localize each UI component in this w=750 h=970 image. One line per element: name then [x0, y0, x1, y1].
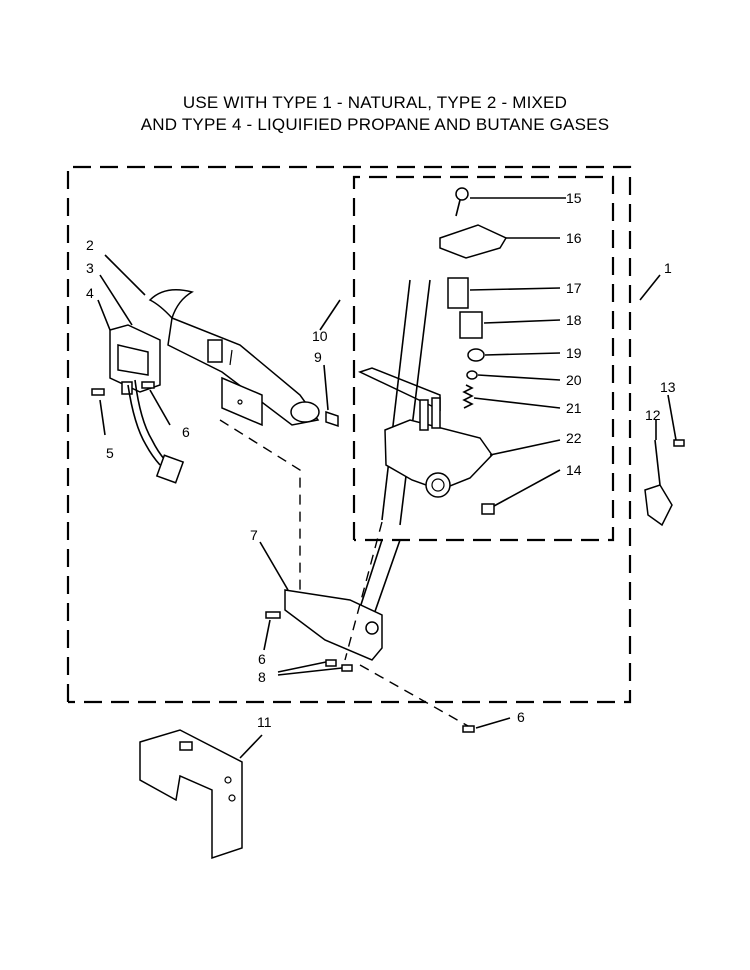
screw-part-8-a [325, 659, 337, 667]
screw-part-6-left [265, 611, 281, 619]
callout-labels: 1 2 3 4 5 6 6 6 7 8 9 10 11 12 13 14 15 … [86, 190, 676, 730]
callout-13: 13 [660, 379, 676, 395]
callout-21: 21 [566, 400, 582, 416]
base-bracket [139, 729, 243, 860]
callout-15: 15 [566, 190, 582, 206]
connection-lines [219, 419, 469, 727]
gas-valve-body [384, 397, 493, 498]
callout-1: 1 [664, 260, 672, 276]
callout-7: 7 [250, 527, 258, 543]
burner-tube [148, 289, 320, 426]
callout-14: 14 [566, 462, 582, 478]
plunger-part-20 [466, 370, 478, 380]
callout-9: 9 [314, 349, 322, 365]
callout-22: 22 [566, 430, 582, 446]
coil-bracket-part-16 [439, 224, 508, 259]
callout-3: 3 [86, 260, 94, 276]
callout-4: 4 [86, 285, 94, 301]
screw-part-13 [673, 439, 685, 447]
callout-12: 12 [645, 407, 661, 423]
fitting-part-14 [481, 503, 495, 515]
callout-6-left: 6 [258, 651, 266, 667]
leader-lines [97, 197, 677, 759]
igniter-wire-harness [127, 379, 185, 484]
screw-part-15 [455, 187, 469, 217]
valve-support-bracket [284, 589, 383, 661]
callout-6-lower: 6 [517, 709, 525, 725]
coil-part-18 [459, 311, 483, 339]
diagram-title: USE WITH TYPE 1 - NATURAL, TYPE 2 - MIXE… [0, 92, 750, 136]
clip-part-12 [644, 439, 673, 527]
valve-assembly-boundary [352, 175, 615, 542]
screw-part-5 [91, 388, 105, 396]
spring-part-21 [462, 384, 474, 409]
screw-part-8-b [341, 664, 353, 672]
title-line-2: AND TYPE 4 - LIQUIFIED PROPANE AND BUTAN… [140, 115, 610, 134]
callout-17: 17 [566, 280, 582, 296]
callout-20: 20 [566, 372, 582, 388]
callout-6-upper: 6 [182, 424, 190, 440]
coil-part-17 [447, 277, 469, 309]
title-line-1: USE WITH TYPE 1 - NATURAL, TYPE 2 - MIXE… [182, 93, 568, 112]
callout-2: 2 [86, 237, 94, 253]
callout-11: 11 [257, 714, 272, 730]
orifice-fitting [325, 410, 339, 428]
callout-5: 5 [106, 445, 114, 461]
cap-part-19 [467, 348, 485, 362]
mounting-plate [221, 376, 263, 427]
callout-10: 10 [312, 328, 328, 344]
screw-part-6-upper [141, 381, 155, 389]
callout-18: 18 [566, 312, 582, 328]
callout-16: 16 [566, 230, 582, 246]
outer-assembly-boundary [66, 165, 632, 704]
callout-19: 19 [566, 345, 582, 361]
screw-part-6-lower [462, 725, 475, 733]
callout-8: 8 [258, 669, 266, 685]
igniter-bracket [109, 324, 161, 395]
